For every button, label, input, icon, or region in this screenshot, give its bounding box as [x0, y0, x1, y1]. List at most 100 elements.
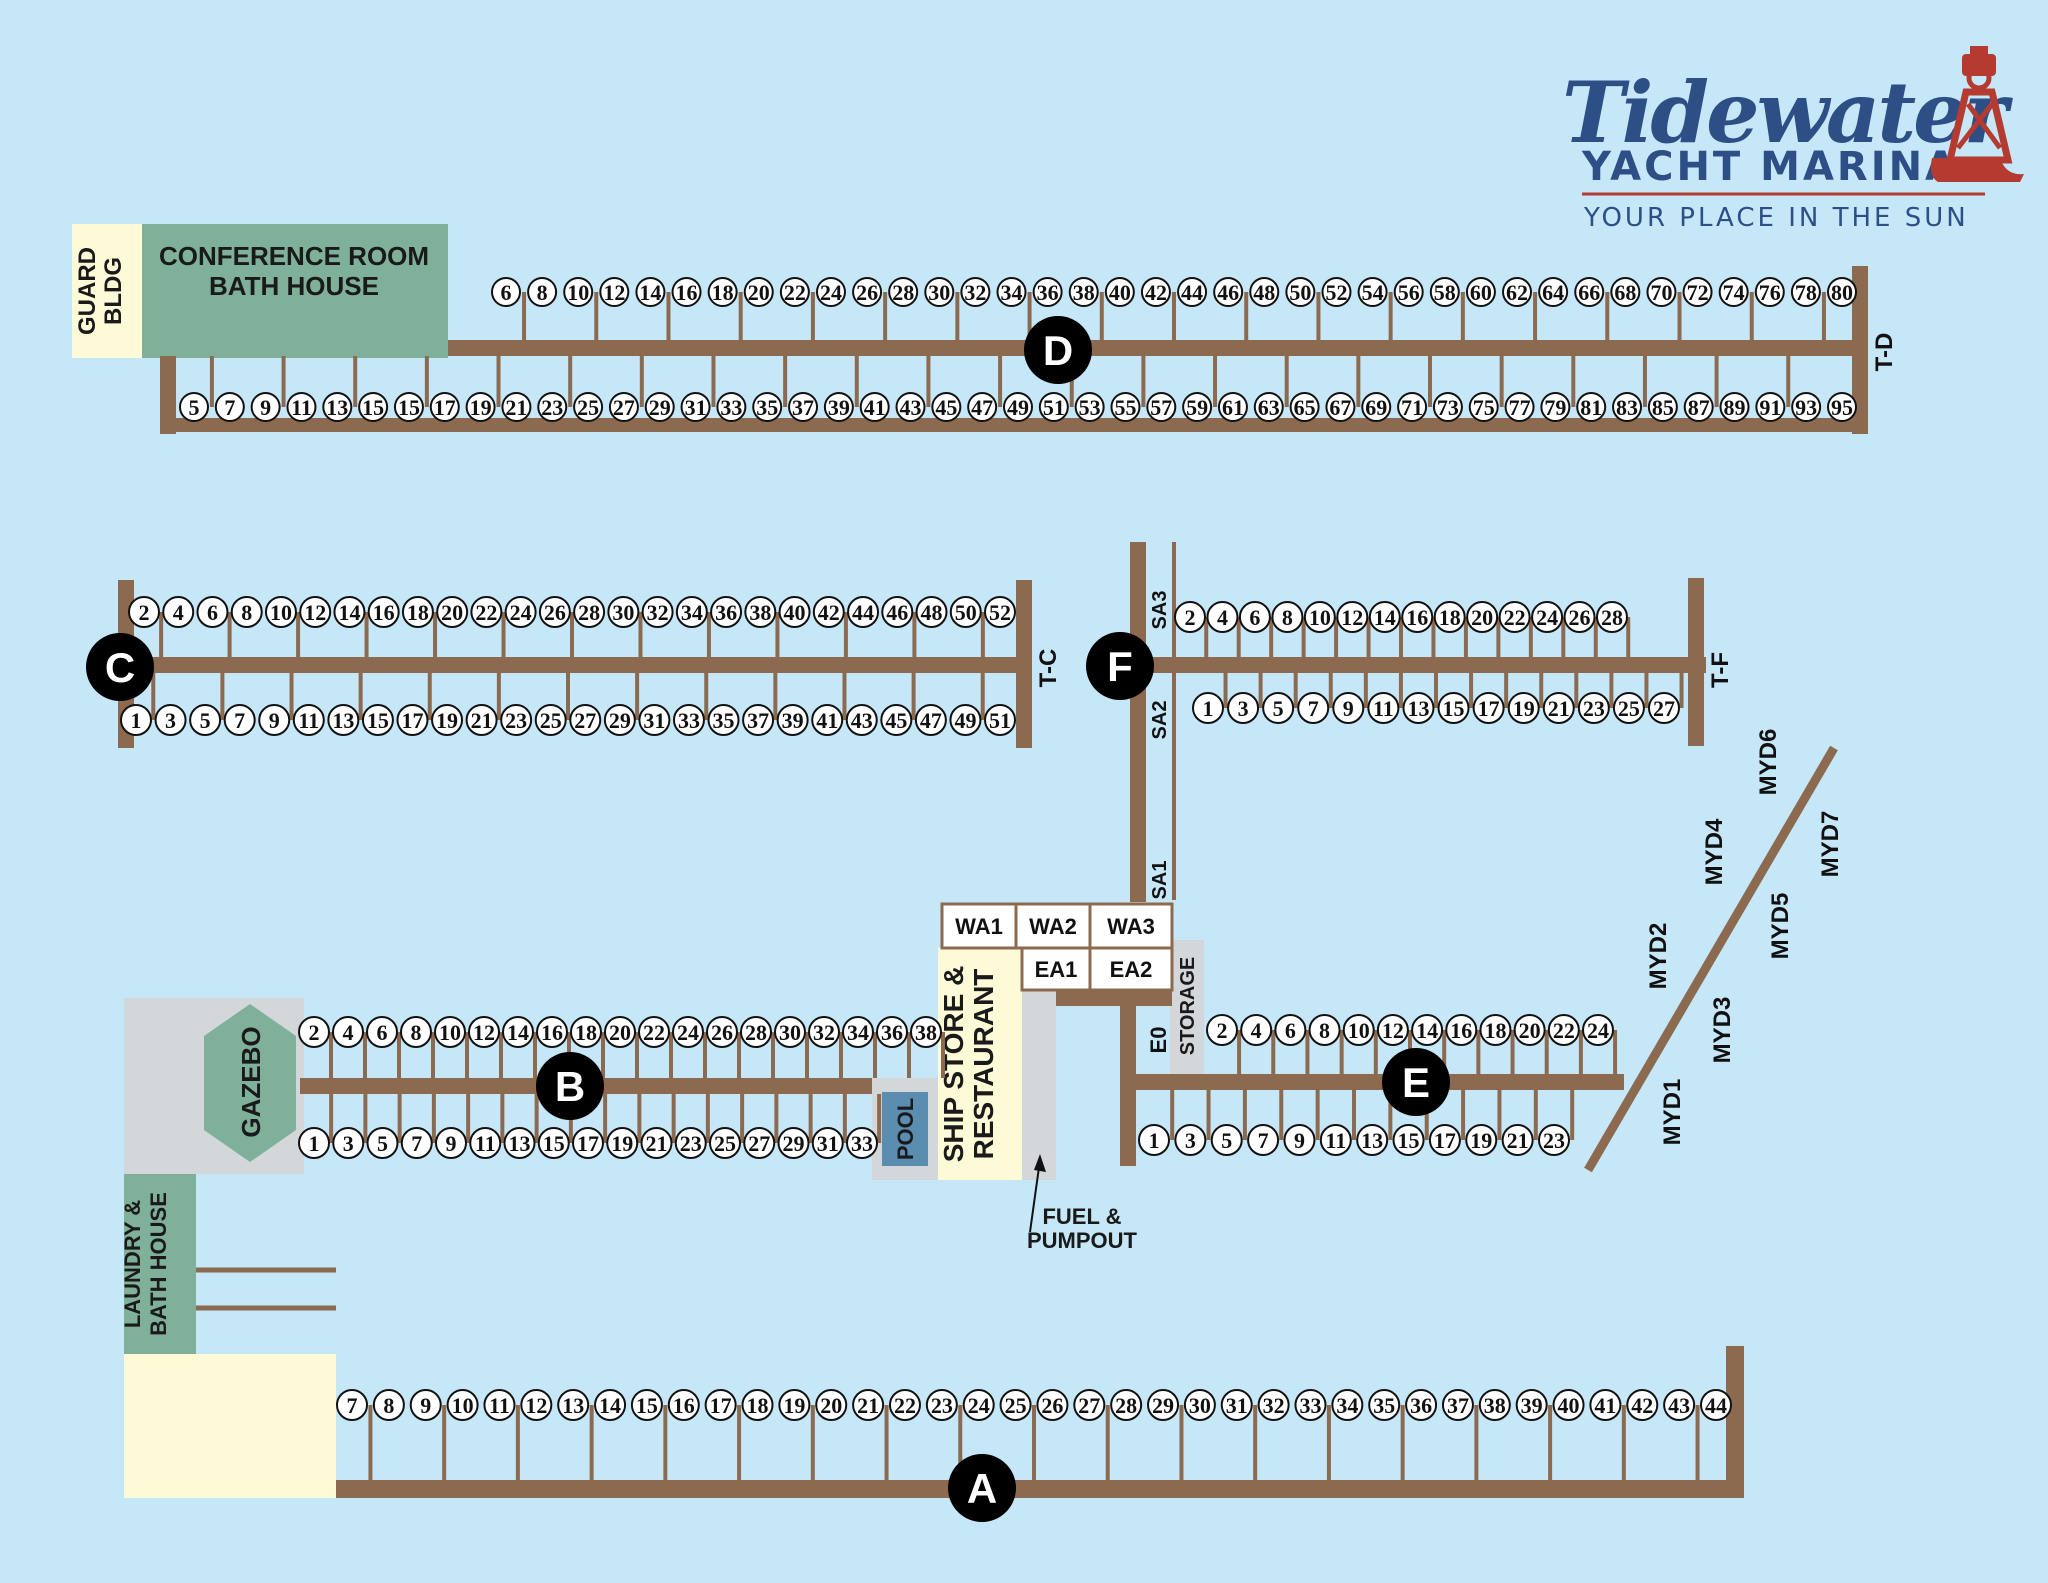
slip-e-north-12[interactable]: 12 — [1376, 1014, 1409, 1046]
slip-c-south-5[interactable]: 5 — [189, 704, 222, 736]
slip-d-north-8[interactable]: 8 — [527, 277, 558, 307]
slip-d-north-62[interactable]: 62 — [1502, 277, 1533, 307]
slip-d-south-29[interactable]: 29 — [644, 392, 675, 422]
slip-c-north-24[interactable]: 24 — [504, 596, 537, 628]
slip-c-north-14[interactable]: 14 — [333, 596, 366, 628]
slip-d-south-19[interactable]: 19 — [465, 392, 496, 422]
slip-c-south-41[interactable]: 41 — [811, 704, 844, 736]
slip-d-north-50[interactable]: 50 — [1285, 277, 1316, 307]
slip-a-41[interactable]: 41 — [1589, 1389, 1622, 1421]
slip-f-south-27[interactable]: 27 — [1648, 692, 1680, 724]
slip-d-north-24[interactable]: 24 — [815, 277, 846, 307]
slip-c-north-10[interactable]: 10 — [264, 596, 297, 628]
slip-a-31[interactable]: 31 — [1220, 1389, 1253, 1421]
slip-d-north-48[interactable]: 48 — [1249, 277, 1280, 307]
slip-c-south-23[interactable]: 23 — [500, 704, 533, 736]
slip-d-north-38[interactable]: 38 — [1068, 277, 1099, 307]
slip-e-south-5[interactable]: 5 — [1210, 1124, 1243, 1156]
slip-b-south-31[interactable]: 31 — [811, 1127, 844, 1159]
slip-f-south-21[interactable]: 21 — [1542, 692, 1575, 724]
slip-e-north-8[interactable]: 8 — [1308, 1014, 1341, 1046]
slip-b-south-17[interactable]: 17 — [572, 1127, 604, 1159]
slip-b-south-7[interactable]: 7 — [400, 1127, 433, 1159]
slip-d-north-42[interactable]: 42 — [1140, 277, 1171, 307]
slip-e-north-18[interactable]: 18 — [1479, 1014, 1512, 1046]
slip-e-north-22[interactable]: 22 — [1547, 1014, 1580, 1046]
slip-c-south-43[interactable]: 43 — [845, 704, 878, 736]
slip-c-south-33[interactable]: 33 — [672, 704, 705, 736]
slip-b-north-38[interactable]: 38 — [910, 1016, 942, 1048]
slip-c-north-12[interactable]: 12 — [299, 596, 332, 628]
slip-d-south-91[interactable]: 91 — [1755, 392, 1786, 422]
slip-f-north-2[interactable]: 2 — [1174, 601, 1206, 633]
slip-c-north-40[interactable]: 40 — [778, 596, 811, 628]
slip-d-north-46[interactable]: 46 — [1213, 277, 1244, 307]
slip-e-north-20[interactable]: 20 — [1513, 1014, 1546, 1046]
slip-c-south-11[interactable]: 11 — [292, 704, 325, 736]
slip-c-north-8[interactable]: 8 — [230, 596, 263, 628]
slip-a-37[interactable]: 37 — [1441, 1389, 1474, 1421]
slip-d-south-45[interactable]: 45 — [931, 392, 962, 422]
slip-d-north-66[interactable]: 66 — [1574, 277, 1605, 307]
slip-d-south-75[interactable]: 75 — [1468, 392, 1499, 422]
slip-a-12[interactable]: 12 — [520, 1389, 553, 1421]
slip-d-south-59[interactable]: 59 — [1182, 392, 1213, 422]
slip-d-north-74[interactable]: 74 — [1718, 277, 1749, 307]
slip-d-south-65[interactable]: 65 — [1289, 392, 1320, 422]
slip-d-south-9[interactable]: 9 — [250, 392, 281, 422]
slip-d-south-15[interactable]: 15 — [393, 392, 424, 422]
slip-c-north-44[interactable]: 44 — [847, 596, 880, 628]
slip-c-south-47[interactable]: 47 — [914, 704, 947, 736]
slip-a-10[interactable]: 10 — [446, 1389, 479, 1421]
slip-d-south-27[interactable]: 27 — [608, 392, 639, 422]
slip-b-north-24[interactable]: 24 — [672, 1016, 704, 1048]
slip-f-north-4[interactable]: 4 — [1206, 601, 1239, 633]
slip-f-south-23[interactable]: 23 — [1577, 692, 1610, 724]
slip-e-south-19[interactable]: 19 — [1465, 1124, 1498, 1156]
slip-f-south-17[interactable]: 17 — [1472, 692, 1505, 724]
slip-b-north-12[interactable]: 12 — [468, 1016, 500, 1048]
slip-d-south-63[interactable]: 63 — [1253, 392, 1284, 422]
slip-d-north-20[interactable]: 20 — [743, 277, 774, 307]
slip-d-north-80[interactable]: 80 — [1827, 277, 1857, 307]
slip-f-north-22[interactable]: 22 — [1498, 601, 1531, 633]
slip-d-north-44[interactable]: 44 — [1177, 277, 1208, 307]
slip-d-south-13[interactable]: 13 — [322, 392, 353, 422]
slip-e-south-11[interactable]: 11 — [1319, 1124, 1352, 1156]
slip-d-south-31[interactable]: 31 — [680, 392, 711, 422]
slip-d-south-83[interactable]: 83 — [1612, 392, 1643, 422]
slip-d-south-7[interactable]: 7 — [214, 392, 245, 422]
slip-b-south-25[interactable]: 25 — [709, 1127, 741, 1159]
slip-e-south-15[interactable]: 15 — [1392, 1124, 1425, 1156]
slip-ea1[interactable]: EA1 — [1020, 946, 1092, 992]
slip-d-north-36[interactable]: 36 — [1032, 277, 1063, 307]
slip-d-north-70[interactable]: 70 — [1646, 277, 1677, 307]
slip-b-north-2[interactable]: 2 — [298, 1016, 330, 1048]
slip-c-south-39[interactable]: 39 — [776, 704, 809, 736]
slip-a-28[interactable]: 28 — [1110, 1389, 1143, 1421]
slip-c-south-51[interactable]: 51 — [984, 704, 1016, 736]
slip-a-39[interactable]: 39 — [1515, 1389, 1548, 1421]
slip-e-south-17[interactable]: 17 — [1428, 1124, 1461, 1156]
slip-b-south-15[interactable]: 15 — [537, 1127, 570, 1159]
slip-c-south-31[interactable]: 31 — [638, 704, 671, 736]
slip-c-north-52[interactable]: 52 — [984, 596, 1016, 628]
slip-a-20[interactable]: 20 — [815, 1389, 848, 1421]
slip-c-south-29[interactable]: 29 — [603, 704, 636, 736]
slip-f-north-26[interactable]: 26 — [1563, 601, 1596, 633]
slip-a-33[interactable]: 33 — [1294, 1389, 1327, 1421]
slip-c-south-17[interactable]: 17 — [396, 704, 429, 736]
slip-d-south-25[interactable]: 25 — [573, 392, 604, 422]
slip-d-north-32[interactable]: 32 — [960, 277, 991, 307]
slip-b-south-29[interactable]: 29 — [777, 1127, 810, 1159]
slip-d-south-87[interactable]: 87 — [1683, 392, 1714, 422]
slip-e-south-21[interactable]: 21 — [1501, 1124, 1534, 1156]
slip-d-south-35[interactable]: 35 — [752, 392, 783, 422]
slip-f-south-3[interactable]: 3 — [1227, 692, 1260, 724]
slip-a-29[interactable]: 29 — [1147, 1389, 1180, 1421]
slip-c-north-18[interactable]: 18 — [401, 596, 434, 628]
slip-f-north-18[interactable]: 18 — [1433, 601, 1466, 633]
slip-d-south-77[interactable]: 77 — [1504, 392, 1535, 422]
slip-d-north-68[interactable]: 68 — [1610, 277, 1641, 307]
slip-d-north-58[interactable]: 58 — [1429, 277, 1460, 307]
